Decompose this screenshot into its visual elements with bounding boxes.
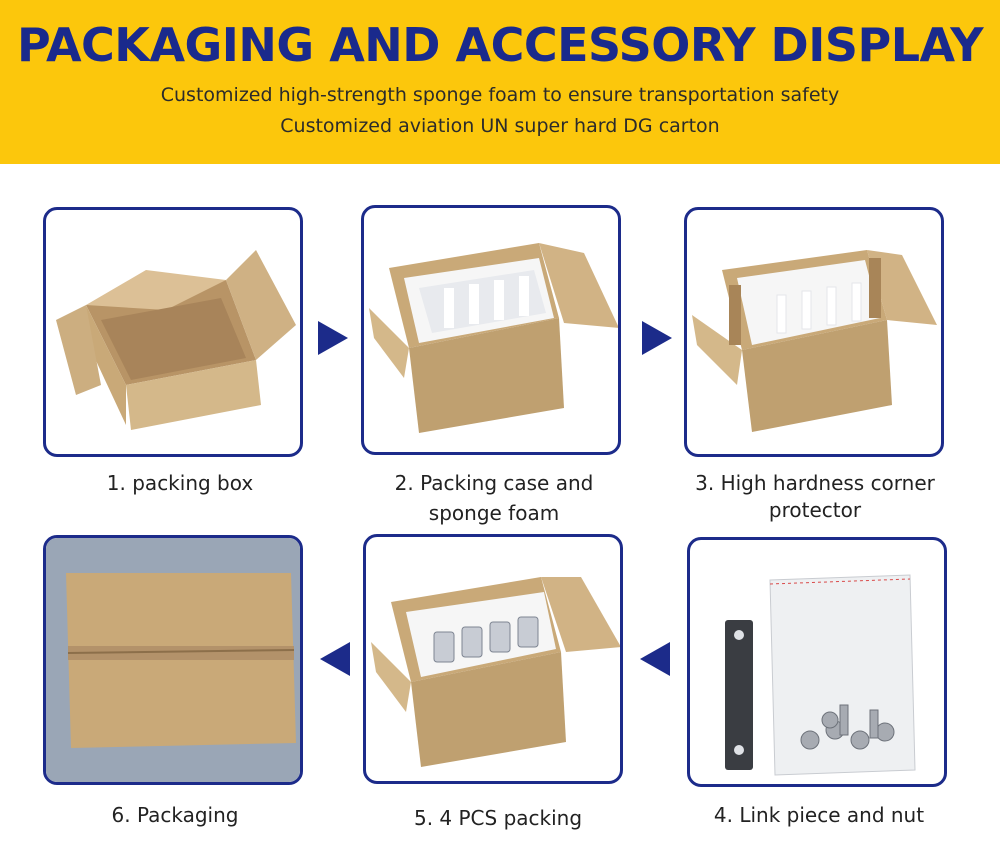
- caption-text: 1. packing box: [106, 471, 254, 495]
- arrow-right-icon: [318, 321, 348, 355]
- caption-step-5: 5. 4 PCS packing: [358, 803, 638, 833]
- caption-text: 5. 4 PCS packing: [413, 806, 583, 830]
- subtitle-carton: Customized aviation UN super hard DG car…: [280, 115, 720, 137]
- panel-packaging: [43, 535, 303, 785]
- arrow-left-icon: [640, 642, 670, 676]
- caption-step-2: 2. Packing case and sponge foam: [354, 468, 634, 528]
- caption-text-line1: 2. Packing case and: [394, 471, 594, 495]
- caption-text-line1: 3. High hardness corner: [695, 471, 935, 495]
- corner-protector-image: [692, 250, 937, 432]
- panel-4pcs-packing: [363, 534, 623, 784]
- header-banner: PACKAGING AND ACCESSORY DISPLAY Customiz…: [0, 0, 1000, 164]
- caption-step-3: 3. High hardness corner protector: [675, 468, 955, 525]
- caption-text: 4. Link piece and nut: [713, 803, 925, 827]
- arrow-right-icon: [642, 321, 672, 355]
- caption-step-4: 4. Link piece and nut: [679, 800, 959, 830]
- arrow-left-icon: [320, 642, 350, 676]
- page-title: PACKAGING AND ACCESSORY DISPLAY: [16, 18, 984, 72]
- four-pcs-image: [371, 577, 620, 767]
- panel-packing-box: [43, 207, 303, 457]
- panel-packing-case-foam: [361, 205, 621, 455]
- caption-step-6: 6. Packaging: [35, 800, 315, 830]
- caption-step-1: 1. packing box: [40, 468, 320, 498]
- empty-box-image: [56, 250, 296, 430]
- foam-box-image: [369, 243, 618, 433]
- caption-text-line2: protector: [768, 498, 862, 522]
- panel-corner-protector: [684, 207, 944, 457]
- sealed-box-image: [46, 538, 300, 782]
- panel-link-piece-nut: [687, 537, 947, 787]
- subtitle-foam: Customized high-strength sponge foam to …: [160, 84, 840, 106]
- hardware-bag-image: [725, 574, 916, 776]
- caption-text-line2: sponge foam: [428, 501, 560, 525]
- caption-text: 6. Packaging: [111, 803, 239, 827]
